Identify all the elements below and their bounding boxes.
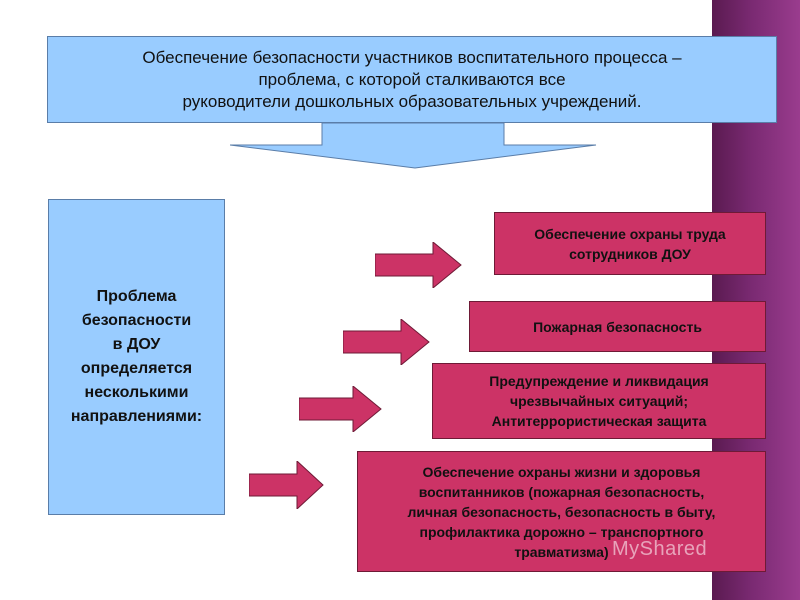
intro-line: направлениями: bbox=[70, 408, 203, 425]
right-arrow-icon bbox=[249, 461, 324, 509]
direction-line: профилактика дорожно – транспортного bbox=[419, 523, 704, 540]
main-problem-line: проблема, с которой сталкиваются все bbox=[258, 69, 566, 89]
direction-line: Антитеррористическая защита bbox=[491, 413, 707, 429]
direction-line: травматизма) bbox=[514, 543, 609, 560]
main-problem-box: Обеспечение безопасности участников восп… bbox=[47, 36, 777, 123]
direction-line: личная безопасность, безопасность в быту… bbox=[407, 503, 716, 520]
intro-line: Проблема bbox=[96, 288, 177, 305]
direction-line: Предупреждение и ликвидация bbox=[489, 373, 709, 389]
direction-line: Обеспечение охраны жизни и здоровья bbox=[422, 463, 701, 480]
intro-line: несколькими bbox=[84, 384, 189, 401]
intro-line: определяется bbox=[80, 360, 193, 377]
direction-box-labor-safety: Обеспечение охраны труда сотрудников ДОУ bbox=[494, 212, 766, 275]
direction-line: Обеспечение охраны труда bbox=[534, 225, 726, 242]
main-problem-line: руководители дошкольных образовательных … bbox=[182, 91, 642, 111]
main-problem-line: Обеспечение безопасности участников восп… bbox=[142, 47, 682, 67]
direction-line: сотрудников ДОУ bbox=[569, 245, 691, 262]
direction-box-emergency: Предупреждение и ликвидация чрезвычайных… bbox=[432, 363, 766, 439]
right-arrow-icon bbox=[299, 386, 382, 432]
direction-line: Пожарная безопасность bbox=[533, 318, 702, 335]
intro-line: в ДОУ bbox=[112, 336, 161, 353]
directions-intro-box: Проблема безопасности в ДОУ определяется… bbox=[48, 199, 225, 515]
right-arrow-icon bbox=[375, 242, 462, 288]
direction-box-children-safety: Обеспечение охраны жизни и здоровья восп… bbox=[357, 451, 766, 572]
direction-line: воспитанников (пожарная безопасность, bbox=[418, 483, 705, 500]
direction-line: чрезвычайных ситуаций; bbox=[509, 393, 689, 409]
watermark-logo: MyShared bbox=[612, 538, 708, 560]
down-arrow-icon bbox=[230, 123, 597, 169]
direction-box-fire-safety: Пожарная безопасность bbox=[469, 301, 766, 352]
right-arrow-icon bbox=[343, 319, 430, 365]
intro-line: безопасности bbox=[81, 312, 192, 329]
